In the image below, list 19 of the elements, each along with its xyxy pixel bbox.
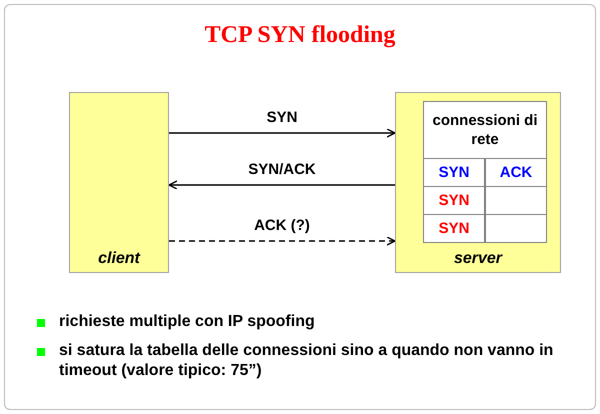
table-cell: ACK [485,158,547,187]
table-header: connessioni di rete [423,101,547,158]
edge-label: SYN/ACK [247,161,317,178]
arrow [169,236,396,246]
table-cell: SYN [423,186,485,215]
bullet-text: si satura la tabella delle connessioni sino a quando non vanno in timeout (valore tipico: 75”) [59,341,554,381]
slide-title: TCP SYN flooding [204,22,396,49]
host-label: server [452,250,504,268]
host-box [69,92,169,273]
arrow [169,128,396,138]
edge-label: SYN [266,109,298,126]
edge-label: ACK (?) [253,217,311,234]
connection-table [423,101,547,242]
table-cell: SYN [423,214,485,243]
table-cell: SYN [423,158,485,187]
host-box [395,92,561,273]
bullet-text: richieste multiple con IP spoofing [59,312,316,332]
host-label: client [97,250,142,268]
arrow [168,180,395,190]
